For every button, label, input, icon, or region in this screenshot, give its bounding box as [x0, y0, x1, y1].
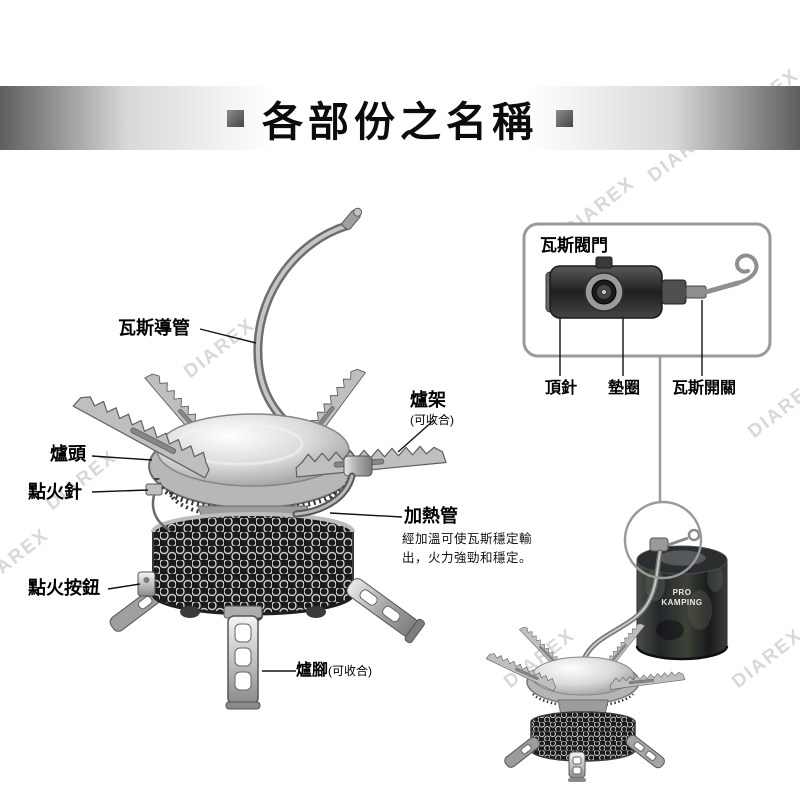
label-stove-rack: 爐架 (可收合): [410, 390, 454, 430]
label-gas-pipe: 瓦斯導管: [118, 318, 190, 338]
note-stove-leg: (可收合): [328, 664, 373, 678]
leader-lines: [91, 300, 703, 672]
label-stove-leg-text: 爐腳: [296, 662, 329, 679]
canister-valve: [649, 537, 669, 552]
text-heating-tube-desc: 經加溫可使瓦斯穩定輸出，火力強勁和穩定。: [402, 532, 533, 565]
gas-switch-handle: [734, 253, 759, 285]
canister-brand-line1: PRO: [672, 588, 692, 597]
valve-part: [343, 455, 373, 477]
ignition-button-part: [137, 571, 156, 597]
stove-illustration: [70, 207, 448, 710]
label-heating-tube: 加熱管: [404, 506, 458, 526]
heating-tube-part: [292, 472, 356, 518]
inset-box: [522, 222, 772, 358]
mini-stove: [484, 549, 686, 782]
stove-leg-front: [223, 605, 263, 710]
title-square-icon: [556, 109, 573, 127]
gas-canister: [635, 528, 729, 661]
canister-brand: PRO KAMPING: [652, 588, 712, 609]
pin-dot: [600, 288, 608, 296]
stove-leg-right: [346, 578, 425, 644]
label-stove-leg: 爐腳(可收合): [296, 662, 372, 680]
header-band: 各部份之名稱: [0, 86, 800, 150]
page-title: 各部份之名稱: [262, 99, 538, 145]
highlight-circle: [623, 500, 703, 580]
valve-closeup: [545, 253, 759, 319]
pipe-fitting: [341, 207, 363, 231]
inset-title: 瓦斯閥門: [540, 236, 608, 255]
gas-pipe: [253, 207, 363, 445]
burner-body: [151, 505, 355, 622]
label-burner-head: 爐頭: [50, 444, 86, 464]
label-stove-rack-text: 爐架: [410, 390, 446, 410]
label-ignition-needle: 點火針: [28, 482, 82, 502]
inset-label-gas-switch: 瓦斯開關: [672, 380, 737, 397]
label-ignition-button: 點火按鈕: [28, 578, 100, 598]
note-stove-rack: (可收合): [410, 413, 454, 428]
inset-label-gasket: 墊圈: [608, 380, 641, 397]
title-square-icon: [227, 109, 244, 127]
canister-brand-line2: KAMPING: [661, 598, 703, 608]
inset-label-pin: 頂針: [545, 380, 578, 397]
